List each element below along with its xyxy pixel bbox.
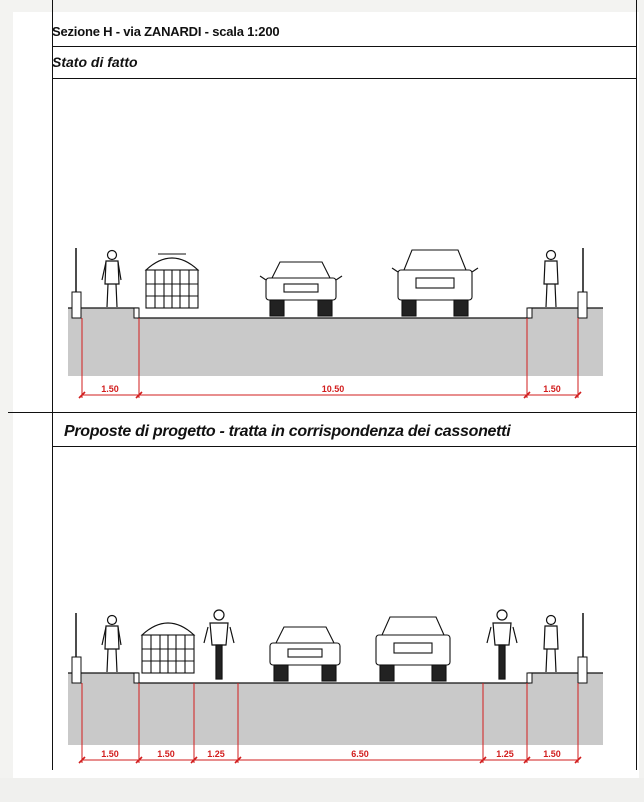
waste-container-icon [140, 622, 196, 674]
dimension-lines [81, 318, 579, 398]
dimension-ticks [78, 391, 582, 399]
heading-bottom-rule [52, 78, 637, 79]
pedestrian-left-icon [101, 249, 122, 308]
section-divider [8, 412, 637, 413]
dimension-ticks [78, 756, 582, 764]
heading2-bottom-rule [52, 446, 637, 447]
dimension-label: 1.50 [101, 384, 119, 394]
wall-left [71, 291, 82, 319]
section-heading-project: Proposte di progetto - tratta in corrisp… [64, 423, 511, 440]
wall-left [71, 656, 82, 684]
dimension-label: 1.25 [207, 749, 225, 759]
dimension-label: 1.50 [543, 384, 561, 394]
sidewalk-right [529, 673, 603, 683]
waste-container-icon [144, 253, 200, 309]
drawing-title: Sezione H - via ZANARDI - scala 1:200 [52, 24, 280, 39]
pedestrian-left-icon [101, 614, 122, 673]
dimension-lines [81, 683, 579, 763]
page-bottom-margin [0, 778, 644, 802]
dimension-label: 1.50 [157, 749, 175, 759]
road-profile-line [68, 672, 603, 684]
cross-section-project: 1.50 1.50 1.25 6.50 1.25 1.50 [68, 609, 603, 764]
curb-left [133, 307, 140, 319]
suv-front-view-icon [391, 249, 479, 317]
curb-left [133, 672, 140, 684]
suv-front-view-icon [375, 616, 451, 682]
title-bottom-rule [52, 46, 637, 47]
sidewalk-left [68, 308, 138, 318]
curb-right [526, 672, 533, 684]
cyclist-right-icon [486, 609, 518, 680]
car-front-view-icon [269, 626, 341, 682]
ground-slab [68, 318, 603, 376]
wall-right [577, 291, 588, 319]
sidewalk-right [529, 308, 603, 318]
section-heading-existing: Stato di fatto [52, 54, 138, 70]
cyclist-left-icon [203, 609, 235, 680]
dimension-label: 6.50 [351, 749, 369, 759]
ground-slab [68, 683, 603, 745]
wall-right [577, 656, 588, 684]
car-front-view-icon [259, 261, 343, 317]
sidewalk-left [68, 673, 138, 683]
curb-right [526, 307, 533, 319]
road-profile-line [68, 307, 603, 319]
frame-right-border [636, 0, 637, 770]
dimension-label: 1.50 [543, 749, 561, 759]
frame-left-border [52, 0, 53, 770]
dimension-label: 1.50 [101, 749, 119, 759]
pedestrian-right-icon [543, 249, 559, 308]
dimension-label: 1.25 [496, 749, 514, 759]
pedestrian-right-icon [543, 614, 559, 673]
cross-section-existing: 1.50 10.50 1.50 [68, 248, 603, 399]
dimension-label: 10.50 [322, 384, 345, 394]
